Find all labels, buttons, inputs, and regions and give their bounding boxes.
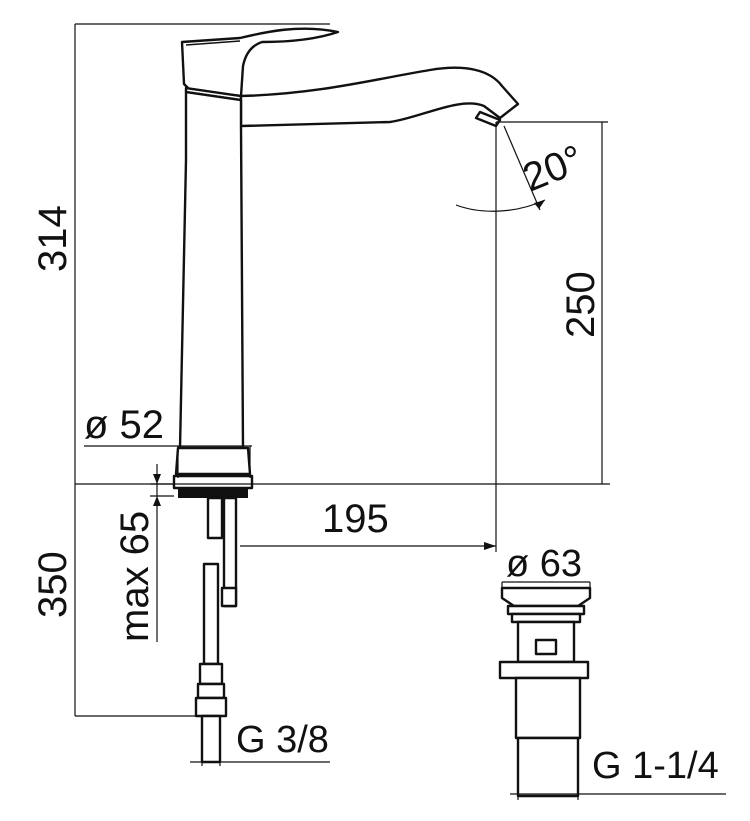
- hose-end: [200, 714, 222, 764]
- drain-tube: [514, 676, 582, 740]
- flexible-hose: [202, 562, 220, 666]
- drain-thread: [516, 736, 580, 798]
- spout: [239, 66, 520, 128]
- inlet-pipe-tip: [220, 586, 238, 608]
- lever-handle: [180, 27, 340, 98]
- label-195: 195: [322, 497, 389, 541]
- label-350: 350: [31, 551, 75, 618]
- drain-cap: [500, 586, 592, 608]
- base-nut: [172, 474, 254, 490]
- label-max-65: max 65: [113, 511, 157, 642]
- drain-assembly: [498, 586, 592, 798]
- label-250: 250: [559, 271, 603, 338]
- base-washer: [178, 488, 248, 498]
- drain-slot: [534, 638, 558, 656]
- hose-crimp-upper: [198, 662, 224, 686]
- body-column: [178, 90, 245, 450]
- hose-nut: [194, 696, 228, 718]
- label-314: 314: [31, 205, 75, 272]
- hose-crimp-lower: [196, 682, 226, 700]
- label-g-3-8: G 3/8: [236, 719, 329, 761]
- label-base-diameter: ø 52: [84, 403, 164, 447]
- dimension-lines: [74, 23, 726, 800]
- drain-nut: [498, 660, 590, 680]
- base-ring: [174, 446, 252, 476]
- label-g-1-1-4: G 1-1/4: [592, 745, 719, 787]
- label-spout-angle: 20°: [517, 137, 590, 200]
- label-drain-diameter: ø 63: [506, 543, 582, 585]
- faucet-body: [172, 27, 520, 764]
- mounting-rod: [206, 496, 224, 540]
